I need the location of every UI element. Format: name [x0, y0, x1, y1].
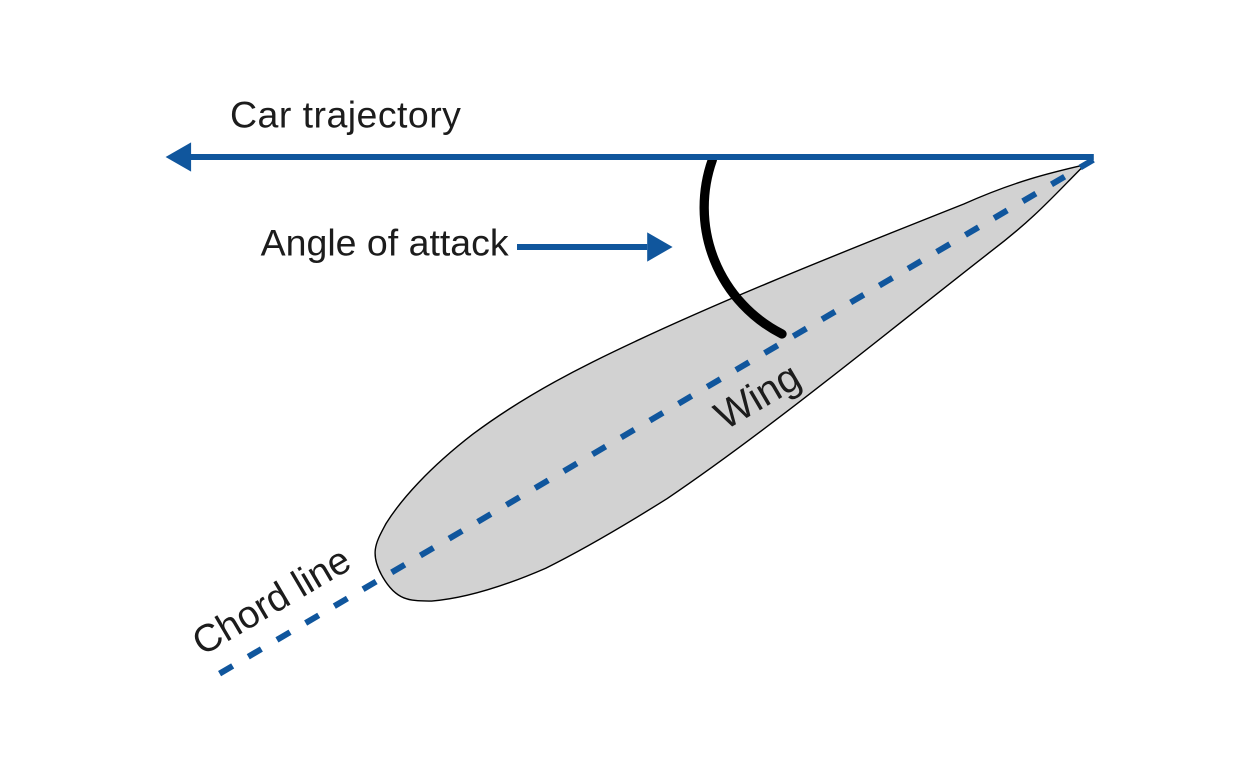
svg-text:Angle of attack: Angle of attack [261, 222, 509, 264]
svg-text:Car trajectory: Car trajectory [230, 94, 461, 136]
